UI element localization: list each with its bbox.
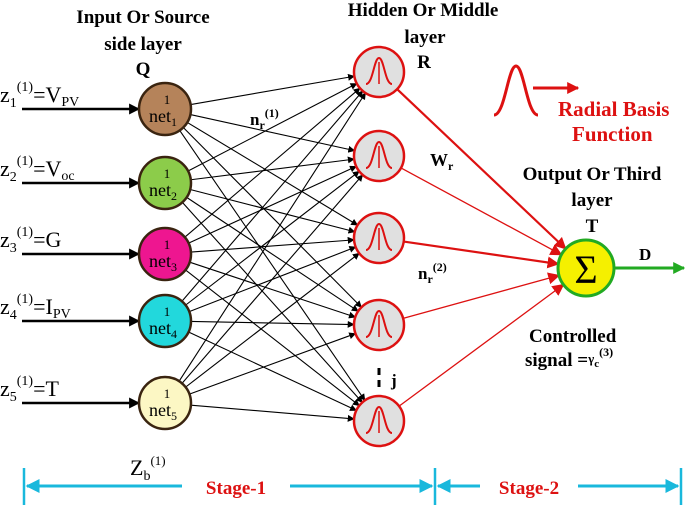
bell-curve-icon bbox=[365, 309, 393, 338]
connection-1-4 bbox=[182, 127, 362, 308]
hidden-output-connection-4 bbox=[402, 272, 561, 319]
connection-2-5 bbox=[181, 201, 363, 403]
input-node-label-4: net4 bbox=[149, 318, 177, 341]
connection-5-2 bbox=[181, 174, 364, 384]
controlled-signal-line2: signal =γc(3) bbox=[525, 345, 613, 371]
input-label-2: z2(1)=Voc bbox=[0, 154, 75, 185]
rbf-legend: Radial Basis Function bbox=[493, 64, 669, 146]
hidden-layer-title-line1: Hidden Or Middle bbox=[348, 0, 499, 21]
stage2-label: Stage-2 bbox=[499, 478, 559, 499]
input-node-superscript-1: 1 bbox=[164, 92, 171, 107]
hidden-node-2 bbox=[352, 129, 406, 183]
connection-2-1 bbox=[187, 83, 358, 172]
connection-3-3 bbox=[190, 236, 355, 253]
hidden-output-connection-5 bbox=[398, 283, 565, 407]
connection-3-5 bbox=[185, 269, 360, 407]
connection-1-1 bbox=[190, 73, 356, 106]
input-label-5: z5(1)=T bbox=[0, 374, 60, 405]
connection-2-2 bbox=[190, 156, 355, 181]
bell-curve-icon bbox=[365, 222, 393, 251]
stage1-label: Stage-1 bbox=[206, 478, 266, 499]
connection-4-4 bbox=[190, 320, 355, 328]
hidden-layer-title-line2: layer bbox=[404, 27, 446, 48]
output-node: Σ bbox=[556, 238, 616, 298]
output-arrow-label: D bbox=[639, 245, 651, 264]
input-label-3: z3(1)=G bbox=[0, 225, 62, 256]
input-node-superscript-3: 1 bbox=[164, 237, 171, 252]
connection-1-3 bbox=[186, 121, 359, 226]
rbf-label-line2: Function bbox=[572, 122, 653, 146]
input-layer-letter: Q bbox=[136, 59, 151, 80]
connection-2-3 bbox=[190, 188, 356, 234]
input-arrows: z1(1)=VPV z2(1)=Voc z3(1)=G z4(1)=IPV z5(1)=… bbox=[0, 80, 141, 409]
connection-5-5 bbox=[190, 404, 355, 422]
input-node-label-3: net3 bbox=[149, 251, 177, 274]
input-node-label-1: net1 bbox=[149, 106, 177, 129]
hidden-layer bbox=[352, 45, 406, 448]
connection-2-4 bbox=[186, 196, 359, 312]
j-label: j bbox=[390, 371, 397, 390]
input-node-superscript-2: 1 bbox=[164, 166, 171, 181]
connection-4-2 bbox=[185, 170, 360, 306]
input-node-superscript-5: 1 bbox=[164, 386, 171, 401]
connection-4-1 bbox=[181, 90, 364, 302]
stage-bar: Stage-1 Stage-2 bbox=[22, 468, 683, 505]
rbf-label-line1: Radial Basis bbox=[558, 97, 669, 121]
bell-curve-icon bbox=[493, 64, 539, 117]
connection-1-2 bbox=[190, 114, 356, 153]
hidden-output-connection-2 bbox=[400, 167, 563, 256]
bell-curve-icon bbox=[365, 140, 393, 169]
hidden-to-output-connections bbox=[396, 88, 567, 407]
weight-w-label: Wr bbox=[430, 150, 454, 173]
bell-curve-icon bbox=[365, 56, 393, 85]
connection-5-1 bbox=[178, 92, 366, 382]
connection-5-4 bbox=[189, 332, 357, 395]
input-node-label-5: net5 bbox=[149, 400, 177, 423]
input-to-hidden-connections bbox=[178, 73, 366, 422]
weight-nr1-label: nr(1) bbox=[250, 106, 279, 132]
connection-3-2 bbox=[188, 165, 357, 244]
input-label-4: z4(1)=IPV bbox=[0, 292, 71, 323]
output-layer-title-line1: Output Or Third bbox=[523, 164, 662, 185]
output-layer-title-line2: layer bbox=[571, 190, 613, 211]
zb-label: Zb(1) bbox=[130, 453, 166, 484]
controlled-signal-line1: Controlled bbox=[529, 326, 617, 347]
connection-3-1 bbox=[184, 87, 361, 238]
connection-5-3 bbox=[185, 252, 360, 388]
hidden-layer-letter: R bbox=[417, 52, 431, 73]
connection-3-4 bbox=[189, 261, 356, 319]
hidden-node-5 bbox=[352, 394, 406, 448]
hidden-node-4 bbox=[352, 298, 406, 352]
input-node-superscript-4: 1 bbox=[164, 304, 171, 319]
input-label-1: z1(1)=VPV bbox=[0, 80, 79, 111]
sigma-symbol: Σ bbox=[574, 247, 597, 292]
output-layer-letter: T bbox=[586, 216, 599, 237]
input-layer-title-line2: side layer bbox=[104, 34, 182, 55]
weight-nr2-label: nr(2) bbox=[418, 260, 447, 286]
hidden-output-connection-3 bbox=[403, 240, 560, 269]
hidden-output-connection-1 bbox=[396, 88, 567, 250]
input-node-label-2: net2 bbox=[149, 180, 177, 203]
connection-1-5 bbox=[179, 130, 366, 401]
bell-curve-icon bbox=[365, 405, 393, 434]
input-layer-title-line1: Input Or Source bbox=[76, 7, 209, 28]
hidden-node-3 bbox=[352, 211, 406, 265]
connection-4-5 bbox=[188, 331, 357, 411]
hidden-node-1 bbox=[352, 45, 406, 99]
